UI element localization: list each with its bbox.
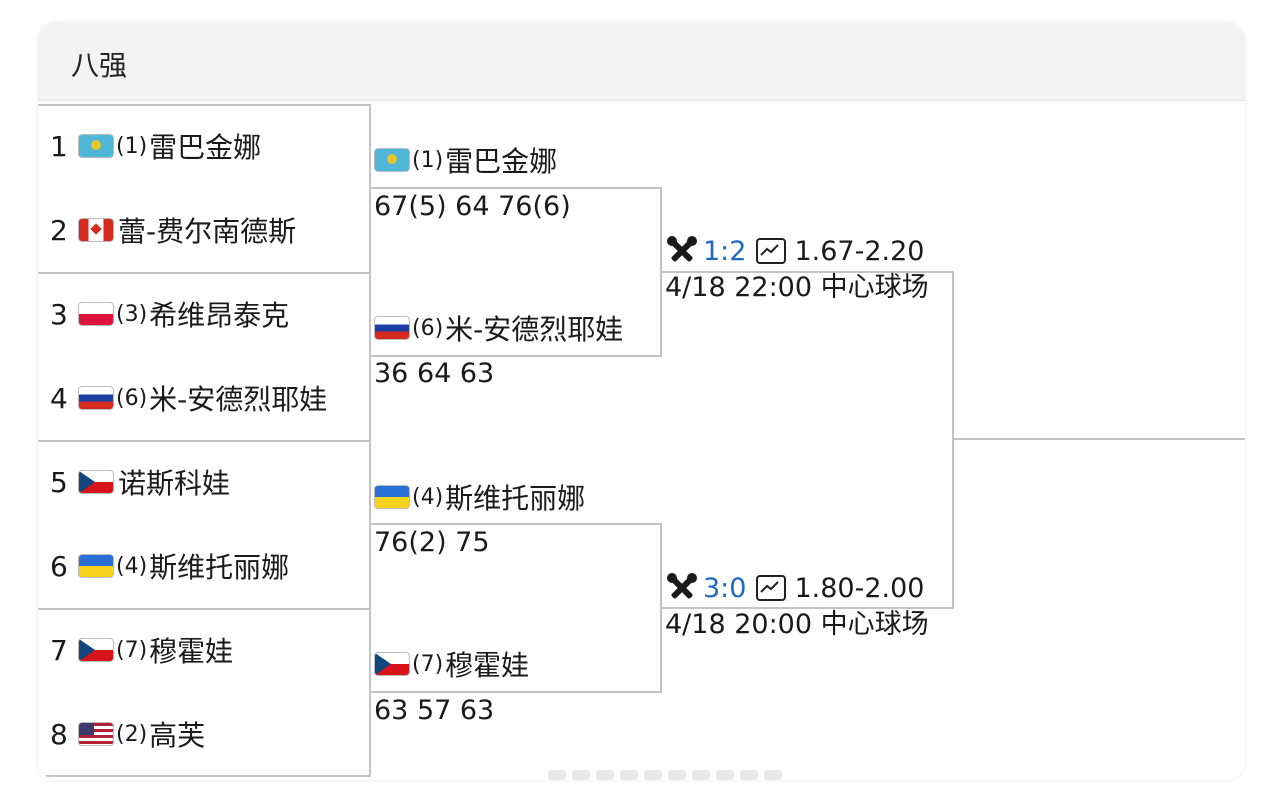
bracket-line xyxy=(660,607,954,609)
russia-flag-icon xyxy=(78,386,114,410)
kazakhstan-flag-icon xyxy=(374,148,410,172)
match-score: 36 64 63 xyxy=(374,358,495,389)
seed-badge: (7) xyxy=(412,651,444,677)
match-schedule: 4/18 20:00 中心球场 xyxy=(665,609,929,640)
player-name: 蕾-费尔南德斯 xyxy=(118,215,297,248)
draw-position: 2 xyxy=(50,213,68,247)
seed-badge: (6) xyxy=(412,315,444,341)
draw-position: 8 xyxy=(50,717,68,751)
bracket-line xyxy=(952,438,1245,440)
player-name: 穆霍娃 xyxy=(445,649,530,682)
seed-row[interactable]: 1 (1) 雷巴金娜 xyxy=(50,126,261,166)
seed-badge: (6) xyxy=(116,385,148,411)
seed-row[interactable]: 3 (3) 希维昂泰克 xyxy=(50,294,289,334)
draw-position: 6 xyxy=(50,549,68,583)
bracket-line xyxy=(369,691,662,693)
round-title: 八强 xyxy=(71,49,128,82)
match-score: 63 57 63 xyxy=(374,695,495,726)
odds: 1.80-2.00 xyxy=(794,572,925,604)
odds: 1.67-2.20 xyxy=(794,235,925,267)
seed-badge: (1) xyxy=(116,133,148,159)
seed-badge: (7) xyxy=(116,637,148,663)
seed-badge: (3) xyxy=(116,301,148,327)
bracket-line xyxy=(369,187,662,189)
match-score: 67(5) 64 76(6) xyxy=(374,191,571,222)
watermark xyxy=(548,770,782,780)
player-name: 斯维托丽娜 xyxy=(149,551,290,584)
czech-flag-icon xyxy=(78,638,114,662)
player-name: 希维昂泰克 xyxy=(149,299,290,332)
kazakhstan-flag-icon xyxy=(78,134,114,158)
player-name: 雷巴金娜 xyxy=(149,131,262,164)
draw-card: 八强 1 (1) 雷巴金娜 2 蕾-费尔南德斯 3 (3) 希维昂泰克 4 ( xyxy=(38,22,1245,780)
russia-flag-icon xyxy=(374,316,410,340)
draw-position: 7 xyxy=(50,633,68,667)
draw-position: 1 xyxy=(50,129,68,163)
bracket-line xyxy=(952,271,954,609)
semifinal-info[interactable]: 1:2 1.67-2.20 xyxy=(665,233,924,269)
bracket-entry[interactable]: (4) 斯维托丽娜 xyxy=(374,477,585,517)
seed-row[interactable]: 2 蕾-费尔南德斯 xyxy=(50,210,296,250)
seed-row[interactable]: 7 (7) 穆霍娃 xyxy=(50,630,233,670)
seed-table: 1 (1) 雷巴金娜 2 蕾-费尔南德斯 3 (3) 希维昂泰克 4 (6) 米… xyxy=(38,104,371,777)
czech-flag-icon xyxy=(374,652,410,676)
czech-flag-icon xyxy=(78,470,114,494)
player-name: 斯维托丽娜 xyxy=(445,482,586,515)
ukraine-flag-icon xyxy=(374,485,410,509)
bracket-entry[interactable]: (7) 穆霍娃 xyxy=(374,644,529,684)
player-name: 米-安德烈耶娃 xyxy=(445,313,624,346)
seed-row[interactable]: 4 (6) 米-安德烈耶娃 xyxy=(50,378,327,418)
player-name: 雷巴金娜 xyxy=(445,145,558,178)
bracket-line xyxy=(369,355,662,357)
seed-row[interactable]: 8 (2) 高芙 xyxy=(50,714,205,754)
bracket-line xyxy=(660,271,954,273)
player-name: 诺斯科娃 xyxy=(118,467,231,500)
seed-badge: (4) xyxy=(116,553,148,579)
trend-chart-icon xyxy=(756,238,787,264)
usa-flag-icon xyxy=(78,722,114,746)
bracket-entry[interactable]: (1) 雷巴金娜 xyxy=(374,140,557,180)
trend-chart-icon xyxy=(756,575,787,601)
seed-row[interactable]: 5 诺斯科娃 xyxy=(50,462,230,502)
poland-flag-icon xyxy=(78,302,114,326)
seed-row[interactable]: 6 (4) 斯维托丽娜 xyxy=(50,546,289,586)
ukraine-flag-icon xyxy=(78,554,114,578)
bracket-line xyxy=(369,523,662,525)
seed-group xyxy=(38,272,369,442)
canada-flag-icon xyxy=(78,218,114,242)
head-to-head[interactable]: 3:0 xyxy=(703,572,747,604)
match-schedule: 4/18 22:00 中心球场 xyxy=(665,272,929,303)
draw-position: 5 xyxy=(50,465,68,499)
semifinal-info[interactable]: 3:0 1.80-2.00 xyxy=(665,570,924,606)
draw-position: 3 xyxy=(50,297,68,331)
seed-group xyxy=(38,104,369,274)
seed-group xyxy=(38,608,369,778)
bracket-entry[interactable]: (6) 米-安德烈耶娃 xyxy=(374,308,623,348)
card-header: 八强 xyxy=(38,22,1245,101)
seed-badge: (2) xyxy=(116,721,148,747)
seed-badge: (4) xyxy=(412,484,444,510)
player-name: 米-安德烈耶娃 xyxy=(149,383,328,416)
player-name: 高芙 xyxy=(149,719,206,752)
seed-group xyxy=(38,440,369,610)
player-name: 穆霍娃 xyxy=(149,635,234,668)
crossed-rackets-icon xyxy=(667,236,697,262)
match-score: 76(2) 75 xyxy=(374,527,490,558)
head-to-head[interactable]: 1:2 xyxy=(703,235,747,267)
seed-badge: (1) xyxy=(412,147,444,173)
draw-position: 4 xyxy=(50,381,68,415)
crossed-rackets-icon xyxy=(667,573,697,599)
